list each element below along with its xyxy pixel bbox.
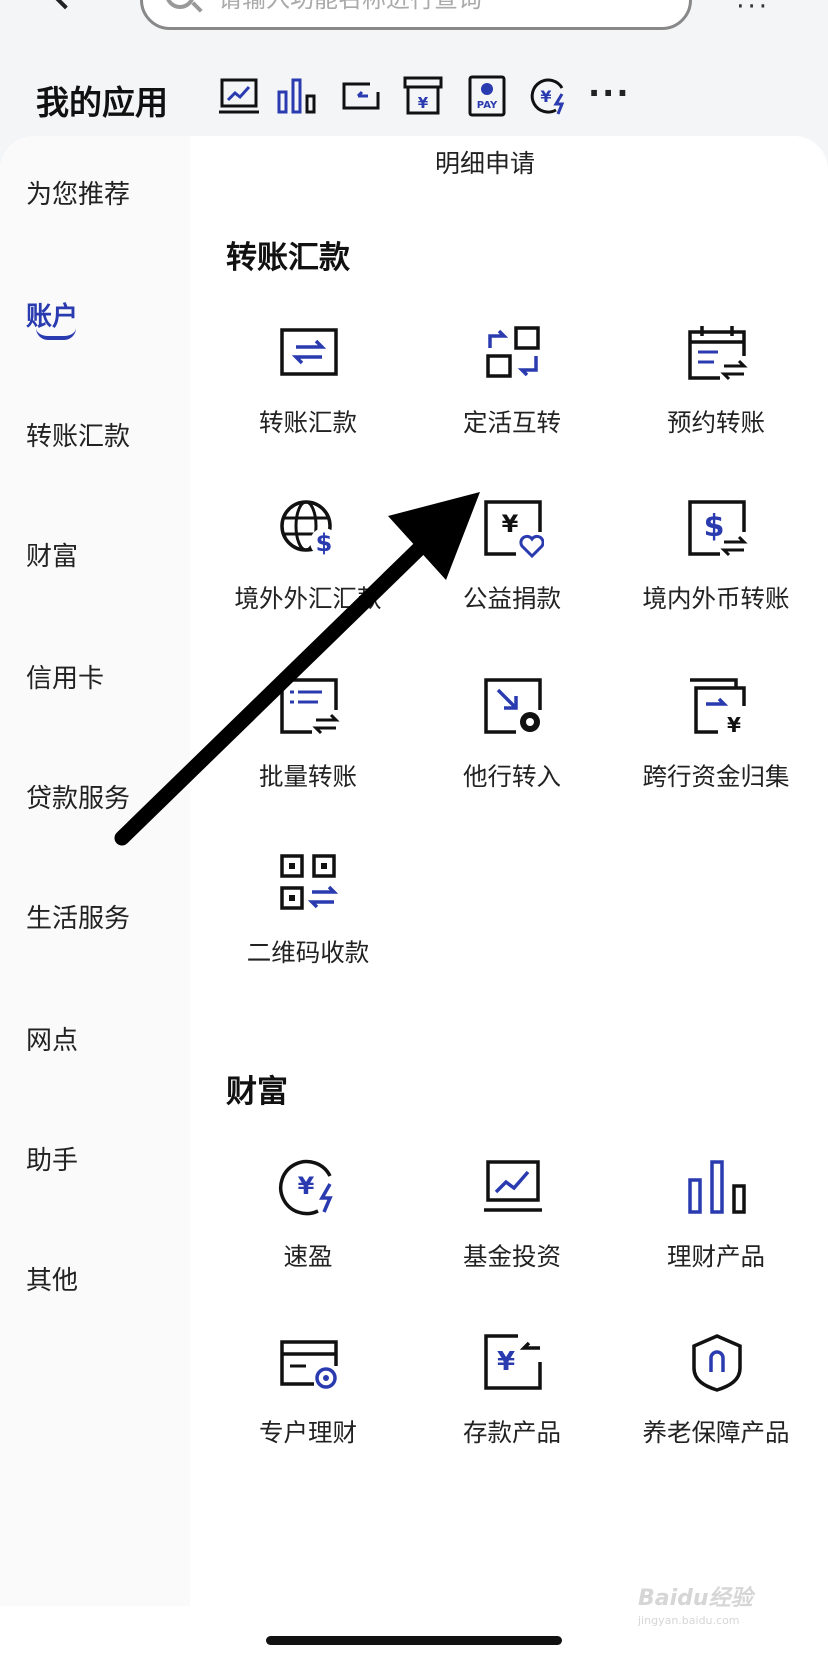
section-title-wealth: 财富 bbox=[226, 1074, 288, 1110]
fixed-current-swap-icon bbox=[486, 326, 540, 378]
globe-dollar-icon: $ bbox=[280, 500, 338, 557]
app-label: 专户理财 bbox=[259, 1418, 357, 1447]
charity-icon: ¥ bbox=[484, 500, 544, 559]
pay-icon[interactable]: PAY bbox=[466, 74, 508, 118]
sidebar-item-life[interactable]: 生活服务 bbox=[26, 904, 131, 934]
search-input[interactable]: 请输入功能名称进行查询 bbox=[140, 0, 692, 30]
app-label: 批量转账 bbox=[259, 762, 357, 791]
sidebar-item-loan[interactable]: 贷款服务 bbox=[26, 784, 131, 814]
back-icon[interactable] bbox=[46, 0, 84, 10]
fund-icon[interactable] bbox=[218, 74, 260, 118]
app-deposit-products[interactable]: ¥ 存款产品 bbox=[410, 1332, 614, 1482]
scheduled-transfer-icon bbox=[688, 326, 748, 381]
shield-icon bbox=[692, 1334, 742, 1392]
app-label: 预约转账 bbox=[667, 408, 765, 437]
active-indicator bbox=[36, 328, 76, 340]
quick-icon[interactable]: ¥ bbox=[528, 74, 570, 118]
app-pension-products[interactable]: 养老保障产品 bbox=[614, 1332, 818, 1482]
app-fund-invest[interactable]: 基金投资 bbox=[410, 1156, 614, 1306]
wealth-icon[interactable] bbox=[276, 74, 318, 118]
more-apps-icon[interactable]: ··· bbox=[588, 74, 631, 112]
card-icon bbox=[280, 1340, 338, 1389]
app-fund-collect[interactable]: ¥ 跨行资金归集 bbox=[614, 676, 818, 826]
search-icon bbox=[165, 0, 195, 9]
app-transfer[interactable]: 转账汇款 bbox=[206, 322, 410, 472]
svg-text:$: $ bbox=[316, 529, 333, 557]
app-label: 基金投资 bbox=[463, 1242, 561, 1271]
sidebar-item-recommend[interactable]: 为您推荐 bbox=[26, 180, 131, 210]
svg-text:¥: ¥ bbox=[497, 1347, 515, 1377]
search-placeholder: 请输入功能名称进行查询 bbox=[218, 0, 482, 14]
app-label: 养老保障产品 bbox=[642, 1418, 790, 1447]
app-wealth-products[interactable]: 理财产品 bbox=[614, 1156, 818, 1306]
quick-yield-icon: ¥ bbox=[279, 1159, 333, 1216]
app-fixed-current-swap[interactable]: 定活互转 bbox=[410, 322, 614, 472]
app-label: 境内外币转账 bbox=[642, 584, 790, 613]
sidebar-item-other[interactable]: 其他 bbox=[26, 1266, 79, 1296]
sidebar-item-wealth[interactable]: 财富 bbox=[26, 542, 79, 572]
my-apps-title: 我的应用 bbox=[36, 83, 168, 122]
section-title-transfer: 转账汇款 bbox=[226, 240, 350, 276]
app-label: 他行转入 bbox=[463, 762, 561, 791]
deposit-icon[interactable] bbox=[340, 74, 382, 118]
sidebar-item-transfer[interactable]: 转账汇款 bbox=[26, 422, 131, 452]
app-batch-transfer[interactable]: 批量转账 bbox=[206, 676, 410, 826]
content-area: 明细申请 转账汇款 转账汇款 定活互转 bbox=[190, 136, 828, 1666]
app-charity[interactable]: ¥ 公益捐款 bbox=[410, 498, 614, 648]
sidebar-item-credit-card[interactable]: 信用卡 bbox=[26, 664, 105, 694]
qr-code-icon bbox=[280, 854, 339, 910]
app-dedicated-wealth[interactable]: 专户理财 bbox=[206, 1332, 410, 1482]
app-domestic-fx-transfer[interactable]: $ 境内外币转账 bbox=[614, 498, 818, 648]
deposit-product-icon: ¥ bbox=[484, 1334, 542, 1390]
app-overseas-remit[interactable]: $ 境外外汇汇款 bbox=[206, 498, 410, 648]
app-label: 公益捐款 bbox=[463, 584, 561, 613]
detail-apply-label[interactable]: 明细申请 bbox=[435, 149, 536, 178]
app-label: 境外外汇汇款 bbox=[234, 584, 382, 613]
app-qr-collect[interactable]: 二维码收款 bbox=[206, 852, 410, 1002]
watermark-logo: Baidu经验 jingyan.baidu.com bbox=[638, 1586, 753, 1627]
svg-text:¥: ¥ bbox=[298, 1172, 315, 1200]
app-panel: 为您推荐 账户 转账汇款 财富 信用卡 贷款服务 生活服务 网点 助手 其他 明… bbox=[0, 136, 828, 1666]
fund-invest-icon bbox=[484, 1160, 542, 1212]
app-scheduled-transfer[interactable]: 预约转账 bbox=[614, 322, 818, 472]
app-label: 速盈 bbox=[283, 1242, 333, 1271]
app-label: 理财产品 bbox=[667, 1242, 765, 1271]
sidebar-item-branch[interactable]: 网点 bbox=[26, 1026, 79, 1056]
app-label: 转账汇款 bbox=[259, 408, 357, 437]
category-sidebar: 为您推荐 账户 转账汇款 财富 信用卡 贷款服务 生活服务 网点 助手 其他 bbox=[0, 136, 190, 1606]
fund-collect-icon: ¥ bbox=[690, 678, 746, 737]
dollar-transfer-icon: $ bbox=[688, 500, 748, 557]
app-label: 跨行资金归集 bbox=[642, 762, 790, 791]
my-apps-bar: 我的应用 ¥ PAY ¥ ··· bbox=[0, 60, 828, 140]
app-label: 二维码收款 bbox=[246, 938, 370, 967]
app-label: 定活互转 bbox=[463, 408, 561, 437]
home-indicator[interactable] bbox=[266, 1636, 562, 1645]
transfer-icon bbox=[280, 328, 338, 376]
app-quick-yield[interactable]: ¥ 速盈 bbox=[206, 1156, 410, 1306]
bar-chart-icon bbox=[688, 1160, 746, 1214]
app-label: 存款产品 bbox=[463, 1418, 561, 1447]
sidebar-item-assistant[interactable]: 助手 bbox=[26, 1146, 79, 1176]
svg-text:¥: ¥ bbox=[727, 713, 741, 737]
batch-transfer-icon bbox=[280, 678, 340, 735]
more-options-icon[interactable]: ··· bbox=[736, 0, 770, 22]
svg-text:PAY: PAY bbox=[477, 100, 498, 111]
top-bar: 请输入功能名称进行查询 ··· bbox=[0, 0, 828, 40]
app-other-bank-in[interactable]: 他行转入 bbox=[410, 676, 614, 826]
svg-text:$: $ bbox=[704, 509, 725, 544]
svg-text:¥: ¥ bbox=[540, 87, 551, 106]
other-bank-in-icon bbox=[484, 678, 542, 734]
archive-icon[interactable]: ¥ bbox=[402, 74, 444, 118]
sidebar-item-account[interactable]: 账户 bbox=[26, 302, 79, 332]
svg-text:¥: ¥ bbox=[418, 94, 429, 112]
svg-text:¥: ¥ bbox=[502, 510, 519, 538]
